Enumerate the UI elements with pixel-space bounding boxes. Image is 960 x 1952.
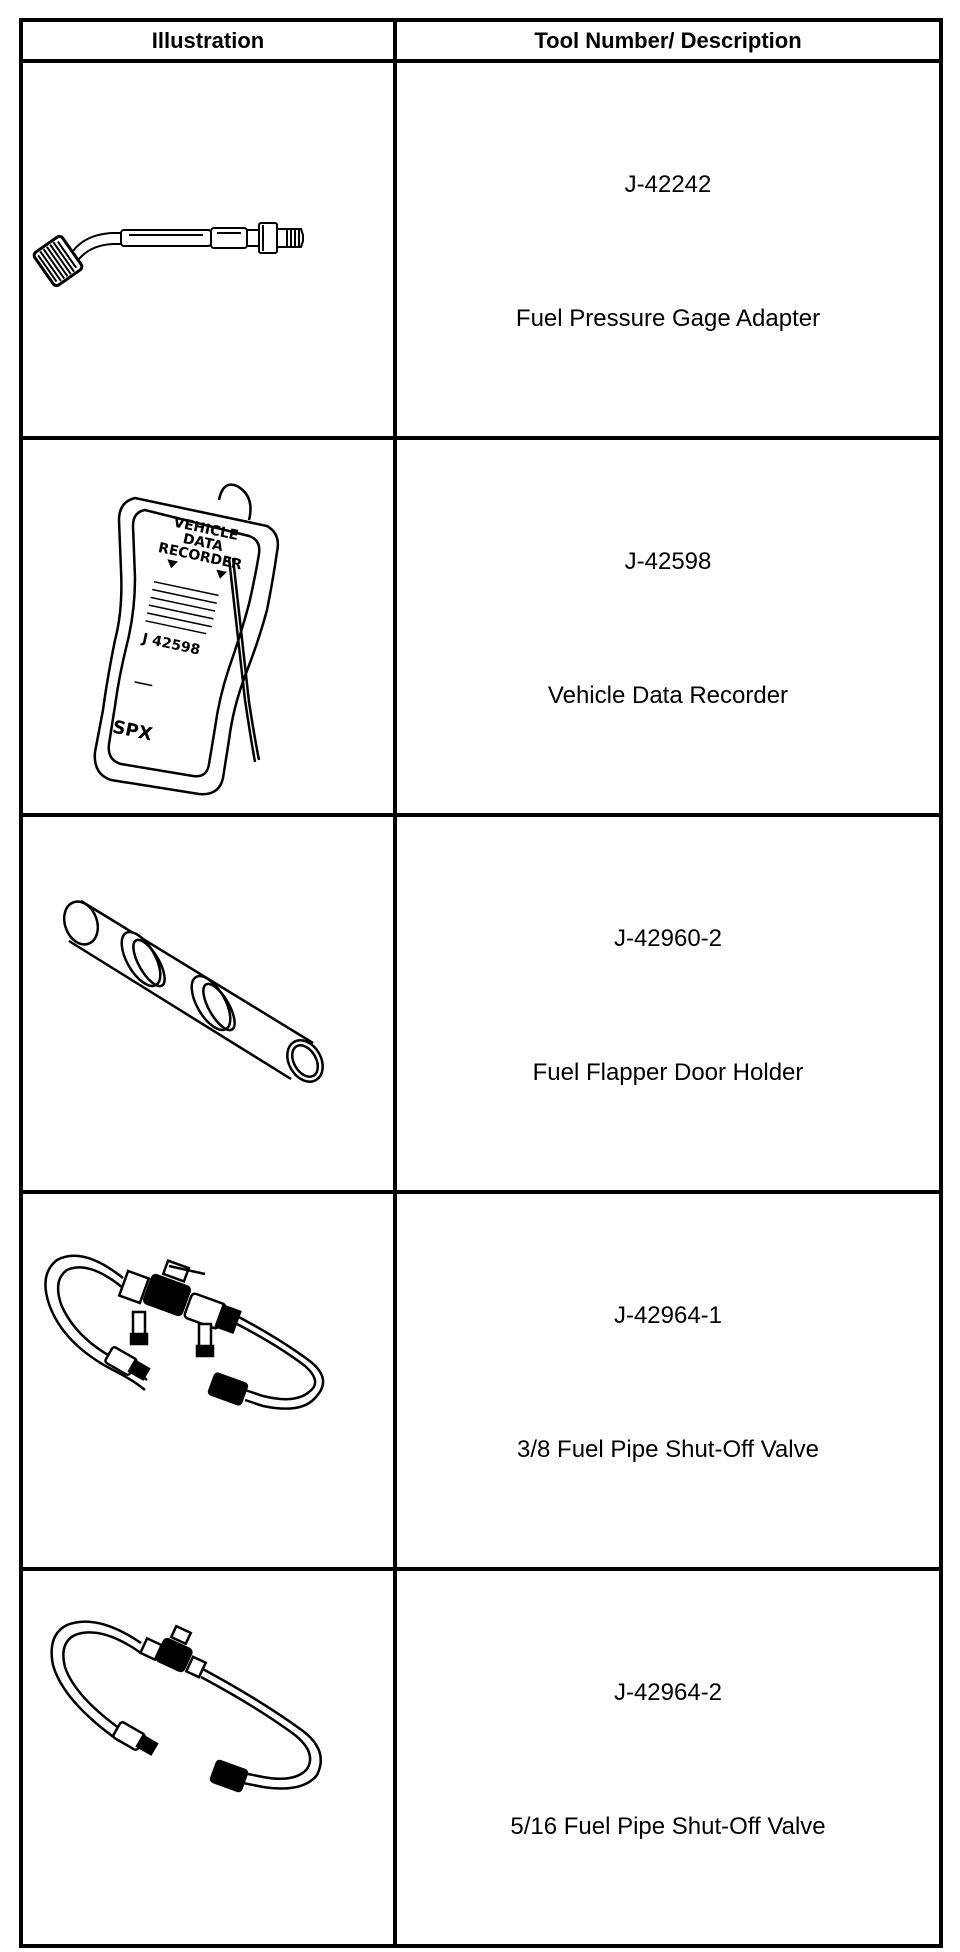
vehicle-data-recorder-icon: VEHICLE DATA RECORDER J 42598 SPX: [93, 483, 280, 796]
fuel-pipe-shutoff-valve-icon: [50, 1620, 322, 1793]
fuel-flapper-door-holder-icon: [62, 899, 324, 1083]
description-cell: J-42964-1 3/8 Fuel Pipe Shut-Off Valve: [393, 1190, 943, 1571]
fuel-pressure-gage-adapter-icon: [32, 222, 304, 288]
illustration-cell: [19, 813, 397, 1194]
header-illustration: Illustration: [19, 18, 397, 63]
special-tools-table: Illustration Tool Number/ Description: [19, 18, 943, 1948]
tool-description: 5/16 Fuel Pipe Shut-Off Valve: [510, 1813, 826, 1840]
tool-description: Fuel Pressure Gage Adapter: [515, 305, 821, 332]
tool-number: J-42960-2: [613, 925, 723, 952]
recorder-model-label: J 42598: [140, 631, 202, 659]
illustration-cell: [19, 59, 397, 440]
tool-number: J-42964-1: [613, 1302, 723, 1329]
table-row: J-42960-2 Fuel Flapper Door Holder: [19, 813, 943, 1194]
description-cell: J-42598 Vehicle Data Recorder: [393, 436, 943, 817]
description-cell: J-42960-2 Fuel Flapper Door Holder: [393, 813, 943, 1194]
illustration-cell: VEHICLE DATA RECORDER J 42598 SPX: [19, 436, 397, 817]
table-row: VEHICLE DATA RECORDER J 42598 SPX: [19, 436, 943, 817]
illustration-cell: [19, 1567, 397, 1948]
table-row: J-42242 Fuel Pressure Gage Adapter: [19, 59, 943, 440]
tool-description: Vehicle Data Recorder: [547, 682, 789, 709]
tool-description: 3/8 Fuel Pipe Shut-Off Valve: [517, 1436, 819, 1463]
header-row: Illustration Tool Number/ Description: [19, 18, 943, 63]
description-cell: J-42242 Fuel Pressure Gage Adapter: [393, 59, 943, 440]
tool-number: J-42964-2: [613, 1679, 723, 1706]
fuel-pipe-shutoff-valve-icon: [44, 1254, 325, 1410]
recorder-brand-label: SPX: [111, 717, 155, 746]
tool-number: J-42242: [624, 171, 712, 198]
tool-description: Fuel Flapper Door Holder: [532, 1059, 804, 1086]
illustration-cell: [19, 1190, 397, 1571]
table-row: J-42964-2 5/16 Fuel Pipe Shut-Off Valve: [19, 1567, 943, 1948]
table-row: J-42964-1 3/8 Fuel Pipe Shut-Off Valve: [19, 1190, 943, 1571]
description-cell: J-42964-2 5/16 Fuel Pipe Shut-Off Valve: [393, 1567, 943, 1948]
tool-number: J-42598: [624, 548, 712, 575]
header-tool-description: Tool Number/ Description: [393, 18, 943, 63]
